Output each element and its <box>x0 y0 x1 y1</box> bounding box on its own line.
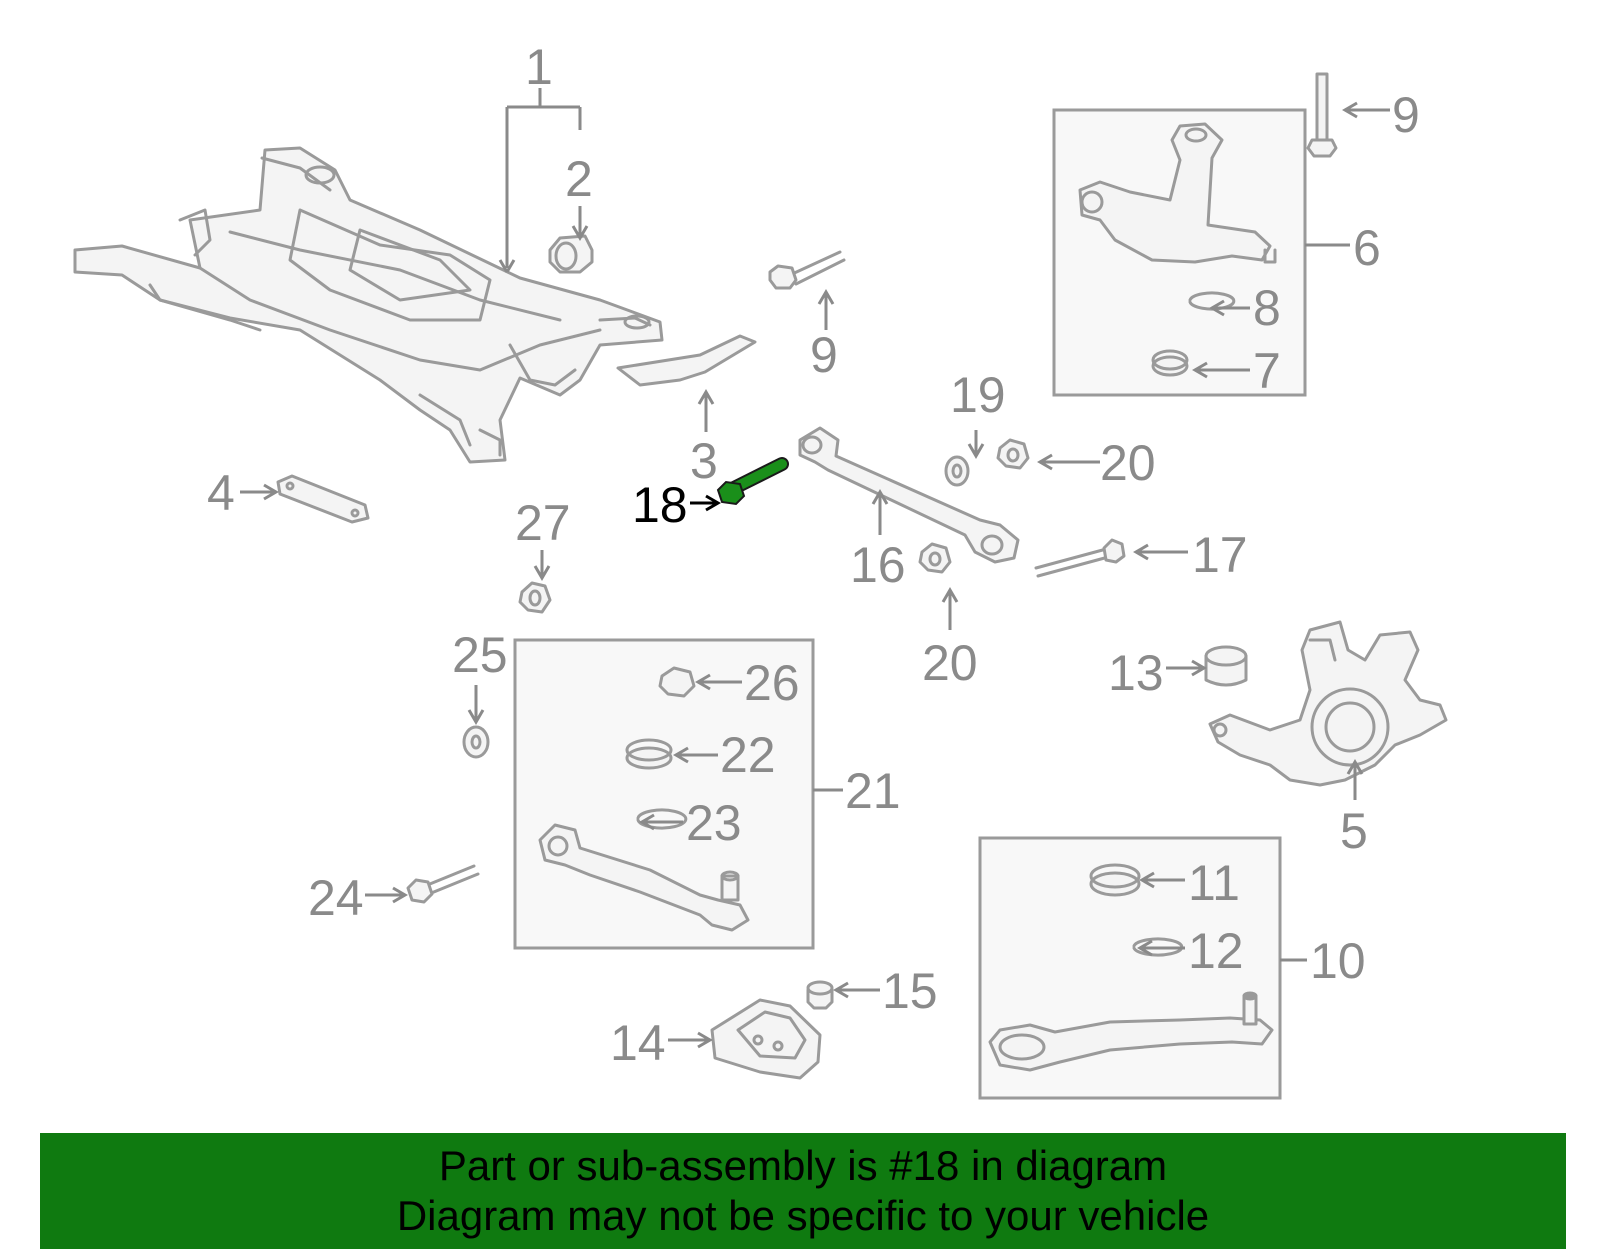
snap-ring-part-8[interactable] <box>1188 291 1236 311</box>
banner-line-1: Part or sub-assembly is #18 in diagram <box>438 1142 1168 1189</box>
bolt-part-24[interactable] <box>406 864 480 904</box>
callout-18-highlighted: 18 <box>632 477 688 533</box>
plate-part-14[interactable] <box>710 998 822 1080</box>
callout-26: 26 <box>744 655 800 711</box>
nut-part-20-lower[interactable] <box>918 542 952 574</box>
callout-11: 11 <box>1188 855 1240 911</box>
callout-20-upper: 20 <box>1100 435 1156 491</box>
info-banner: Part or sub-assembly is #18 in diagram D… <box>40 1133 1566 1249</box>
nut-part-20-upper[interactable] <box>996 438 1030 470</box>
lower-arm-part-10[interactable] <box>988 991 1274 1072</box>
callout-24: 24 <box>308 870 364 926</box>
callout-16: 16 <box>850 537 906 593</box>
washer-part-25[interactable] <box>462 725 490 759</box>
bolt-part-9-lower[interactable] <box>768 250 846 290</box>
callout-9-upper: 9 <box>1392 87 1420 143</box>
subframe-part[interactable] <box>73 146 664 464</box>
nut-part-27[interactable] <box>518 581 552 614</box>
callout-9-lower: 9 <box>810 327 838 383</box>
knuckle-part-5[interactable] <box>1208 620 1448 787</box>
callout-23: 23 <box>686 795 742 851</box>
washer-part-7[interactable] <box>1151 349 1189 377</box>
callout-2: 2 <box>565 151 593 207</box>
clip-part-15[interactable] <box>806 980 834 1010</box>
brace-part-3[interactable] <box>616 334 757 387</box>
lower-arm-part-21[interactable] <box>538 823 750 932</box>
cap-part-11[interactable] <box>1089 863 1141 897</box>
callout-15: 15 <box>882 963 938 1019</box>
callout-21: 21 <box>845 763 901 819</box>
callout-20-lower: 20 <box>922 635 978 691</box>
nut-part-26[interactable] <box>658 666 696 698</box>
leader-lines <box>240 88 1390 1049</box>
plate-part-4[interactable] <box>276 474 370 524</box>
cap-part-22[interactable] <box>625 738 673 770</box>
callout-10: 10 <box>1310 933 1366 989</box>
bolt-part-17[interactable] <box>1034 538 1126 578</box>
washer-part-19[interactable] <box>944 455 970 487</box>
callout-7: 7 <box>1253 343 1281 399</box>
callout-14: 14 <box>610 1015 666 1071</box>
callout-5: 5 <box>1340 803 1368 859</box>
bolt-part-9-upper[interactable] <box>1306 72 1338 158</box>
callout-17: 17 <box>1192 527 1248 583</box>
bolt-part-18-highlighted[interactable] <box>716 457 789 506</box>
callout-25: 25 <box>452 627 508 683</box>
callout-6: 6 <box>1353 220 1381 276</box>
callout-19: 19 <box>950 367 1006 423</box>
callout-13: 13 <box>1108 645 1164 701</box>
banner-line-2: Diagram may not be specific to your vehi… <box>396 1192 1210 1239</box>
callout-22: 22 <box>720 727 776 783</box>
callout-labels: 1 2 3 4 9 9 6 8 7 18 16 19 20 17 20 27 2… <box>207 39 1420 1071</box>
callout-8: 8 <box>1253 280 1281 336</box>
callout-4: 4 <box>207 465 235 521</box>
link-part-16[interactable] <box>798 426 1020 564</box>
callout-3: 3 <box>690 433 718 489</box>
bushing-part-2[interactable] <box>548 234 594 274</box>
callout-1: 1 <box>525 39 553 95</box>
upper-arm-part-6[interactable] <box>1078 122 1277 264</box>
bushing-part-13[interactable] <box>1204 645 1248 687</box>
callout-12: 12 <box>1188 923 1244 979</box>
callout-27: 27 <box>515 495 571 551</box>
